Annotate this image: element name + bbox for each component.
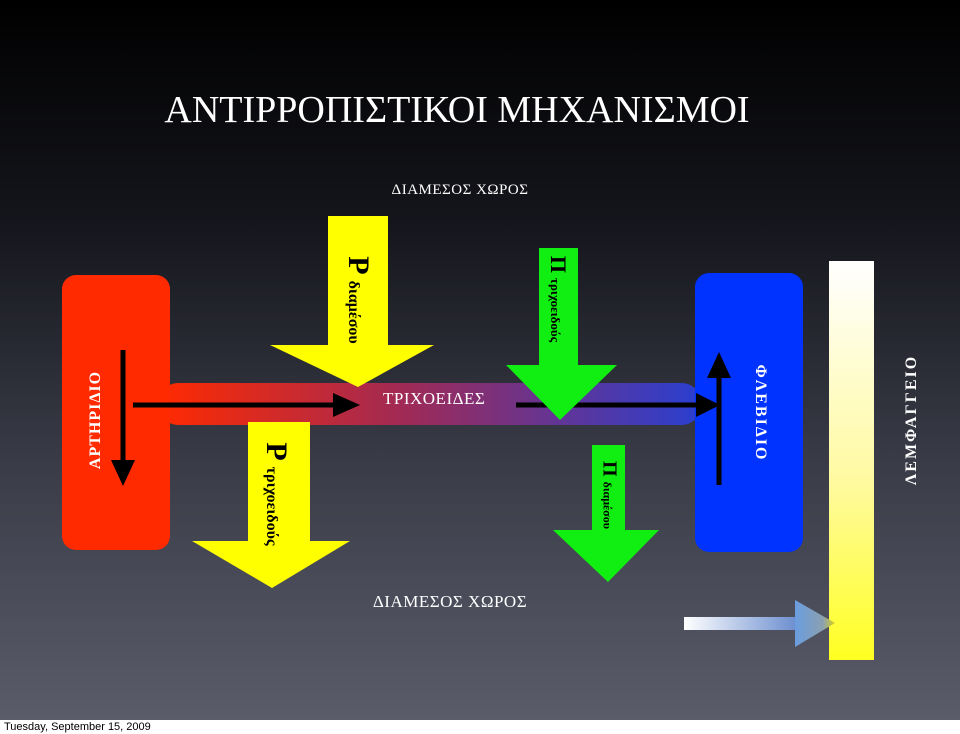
slide-title: ΑΝΤΙΡΡΟΠΙΣΤΙΚΟΙ ΜΗΧΑΝΙΣΜΟΙ [164, 89, 750, 131]
lymph-vessel [829, 261, 874, 660]
arteriole-label: ΑΡΤΗΡΙΔΙΟ [87, 370, 104, 470]
p-interstitial-symbol: P [342, 256, 375, 275]
capillary-label: ΤΡΙΧΟΕΙΔΕΣ [383, 389, 486, 408]
capillary-inflow-arrow [133, 393, 360, 417]
venule-flow-arrow [707, 352, 731, 485]
pi-interstitial-label: διαμέσου [600, 481, 615, 529]
p-interstitial-label: διαμέσου [345, 280, 362, 344]
venule-box [695, 273, 803, 552]
p-capillary-symbol: P [260, 442, 293, 461]
venule-label: ΦΛΕΒΙΔΙΟ [752, 364, 769, 462]
interstitial-space-bottom-label: ΔΙΑΜΕΣΟΣ ΧΩΡΟΣ [372, 592, 528, 611]
arteriole-flow-arrow [111, 350, 135, 486]
pi-interstitial-text: Πδιαμέσου [598, 461, 621, 529]
lymph-vessel-label: ΛΕΜΦΑΓΓΕΙΟ [903, 354, 920, 486]
pi-capillary-label: τριχοειδούς [548, 277, 563, 343]
pi-capillary-arrow [506, 248, 617, 420]
p-capillary-label: τριχοειδούς [263, 466, 280, 546]
p-capillary-text: Pτριχοειδούς [259, 442, 293, 545]
lymph-drainage-arrow [684, 600, 835, 647]
footer-date: Tuesday, September 15, 2009 [4, 721, 151, 733]
pi-interstitial-symbol: Π [598, 461, 621, 477]
arteriole-box [62, 275, 170, 550]
p-interstitial-text: Pδιαμέσου [341, 256, 375, 343]
pi-interstitial-arrow [553, 445, 659, 582]
interstitial-space-top-label: ΔΙΑΜΕΣΟΣ ΧΩΡΟΣ [391, 182, 529, 198]
p-interstitial-arrow [270, 216, 434, 387]
pi-capillary-text: Πτριχοειδούς [545, 256, 571, 342]
footer-bar: Tuesday, September 15, 2009 [0, 720, 960, 734]
p-capillary-arrow [192, 422, 350, 588]
pi-capillary-symbol: Π [546, 255, 571, 273]
